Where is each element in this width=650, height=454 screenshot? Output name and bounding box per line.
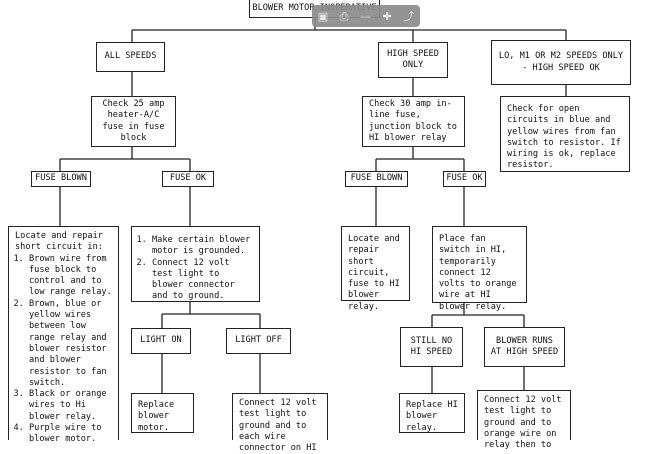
high-speed-check-text: Check 30 amp in-line fuse, junction bloc…	[369, 98, 457, 143]
open-circuits-text: Check for open circuits in blue and yell…	[507, 104, 621, 171]
runs-action-text: Connect 12 volt test light to ground and…	[484, 395, 562, 451]
all-speeds-check-text: Check 25 amp heater-A/C fuse in fuse blo…	[102, 98, 165, 143]
short-circuit-box: Locate and repair short circuit in: Brow…	[8, 226, 119, 444]
list-item: Make certain blower motor is grounded.	[152, 235, 253, 258]
list-item: Black or orange wires to Hi blower relay…	[29, 389, 112, 423]
light-off-box: LIGHT OFF	[226, 328, 291, 354]
lo-m1-m2-label: LO, M1 OR M2 SPEEDS ONLY - HIGH SPEED OK	[498, 51, 624, 73]
replace-motor-box: Replace blower motor.	[131, 393, 194, 433]
light-off-label: LIGHT OFF	[235, 335, 282, 346]
fuse-blown-label: FUSE BLOWN	[350, 173, 403, 184]
all-speeds-fuse-ok: FUSE OK	[162, 171, 214, 187]
all-speeds-label: ALL SPEEDS	[104, 51, 157, 62]
light-on-box: LIGHT ON	[131, 328, 191, 354]
list-item: Brown, blue or yellow wires between low …	[29, 299, 112, 389]
all-speeds-check-box: Check 25 amp heater-A/C fuse in fuse blo…	[91, 96, 176, 147]
short-circuit-intro: Locate and repair short circuit in:	[15, 231, 103, 253]
lo-m1-m2-header: LO, M1 OR M2 SPEEDS ONLY - HIGH SPEED OK	[491, 40, 631, 85]
temporary-connect-text: Place fan switch in HI, temporarily conn…	[439, 234, 517, 312]
list-item: Purple wire to blower motor.	[29, 423, 112, 446]
replace-motor-text: Replace blower motor.	[138, 400, 175, 433]
open-circuits-box: Check for open circuits in blue and yell…	[500, 96, 630, 172]
temporary-connect-box: Place fan switch in HI, temporarily conn…	[432, 226, 527, 312]
all-speeds-fuse-blown: FUSE BLOWN	[31, 171, 91, 187]
select-icon[interactable]: ⤴	[403, 9, 415, 23]
fuse-blown-label: FUSE BLOWN	[35, 173, 87, 184]
all-speeds-header: ALL SPEEDS	[96, 42, 165, 72]
ground-check-list: Make certain blower motor is grounded. C…	[138, 235, 253, 303]
replace-relay-text: Replace HI blower relay.	[406, 400, 458, 433]
print-icon[interactable]: ⎙	[339, 9, 349, 23]
light-on-label: LIGHT ON	[140, 335, 182, 346]
save-icon[interactable]: ▣	[317, 9, 329, 23]
ground-check-box: Make certain blower motor is grounded. C…	[131, 226, 260, 302]
high-speed-fuse-blown: FUSE BLOWN	[345, 171, 408, 187]
repair-short-text: Locate and repair short circuit, fuse to…	[348, 234, 400, 312]
high-speed-check-box: Check 30 amp in-line fuse, junction bloc…	[362, 96, 465, 147]
short-circuit-list: Brown wire from fuse block to control an…	[15, 254, 112, 446]
still-no-hi-label: STILL NO HI SPEED	[410, 335, 453, 357]
zoom-out-icon[interactable]: —	[359, 9, 371, 23]
fuse-ok-label: FUSE OK	[169, 173, 207, 184]
high-speed-header: HIGH SPEED ONLY	[378, 42, 448, 78]
list-item: Brown wire from fuse block to control an…	[29, 254, 112, 299]
high-speed-fuse-ok: FUSE OK	[443, 171, 486, 187]
blower-runs-box: BLOWER RUNS AT HIGH SPEED	[484, 327, 565, 367]
fuse-ok-label: FUSE OK	[446, 173, 483, 184]
light-off-action-box: Connect 12 volt test light to ground and…	[232, 393, 328, 453]
still-no-hi-box: STILL NO HI SPEED	[400, 327, 463, 367]
repair-short-box: Locate and repair short circuit, fuse to…	[341, 226, 410, 312]
high-speed-label: HIGH SPEED ONLY	[387, 48, 439, 70]
light-off-action-text: Connect 12 volt test light to ground and…	[239, 398, 317, 454]
runs-action-box: Connect 12 volt test light to ground and…	[477, 390, 571, 450]
pdf-toolbar: ▣ ⎙ — ✚ ⤴	[312, 5, 420, 27]
blower-runs-label: BLOWER RUNS AT HIGH SPEED	[490, 335, 559, 357]
replace-relay-box: Replace HI blower relay.	[399, 393, 465, 433]
zoom-in-icon[interactable]: ✚	[382, 9, 392, 23]
list-item: Connect 12 volt test light to blower con…	[152, 258, 253, 303]
connector-lines	[59, 18, 567, 393]
